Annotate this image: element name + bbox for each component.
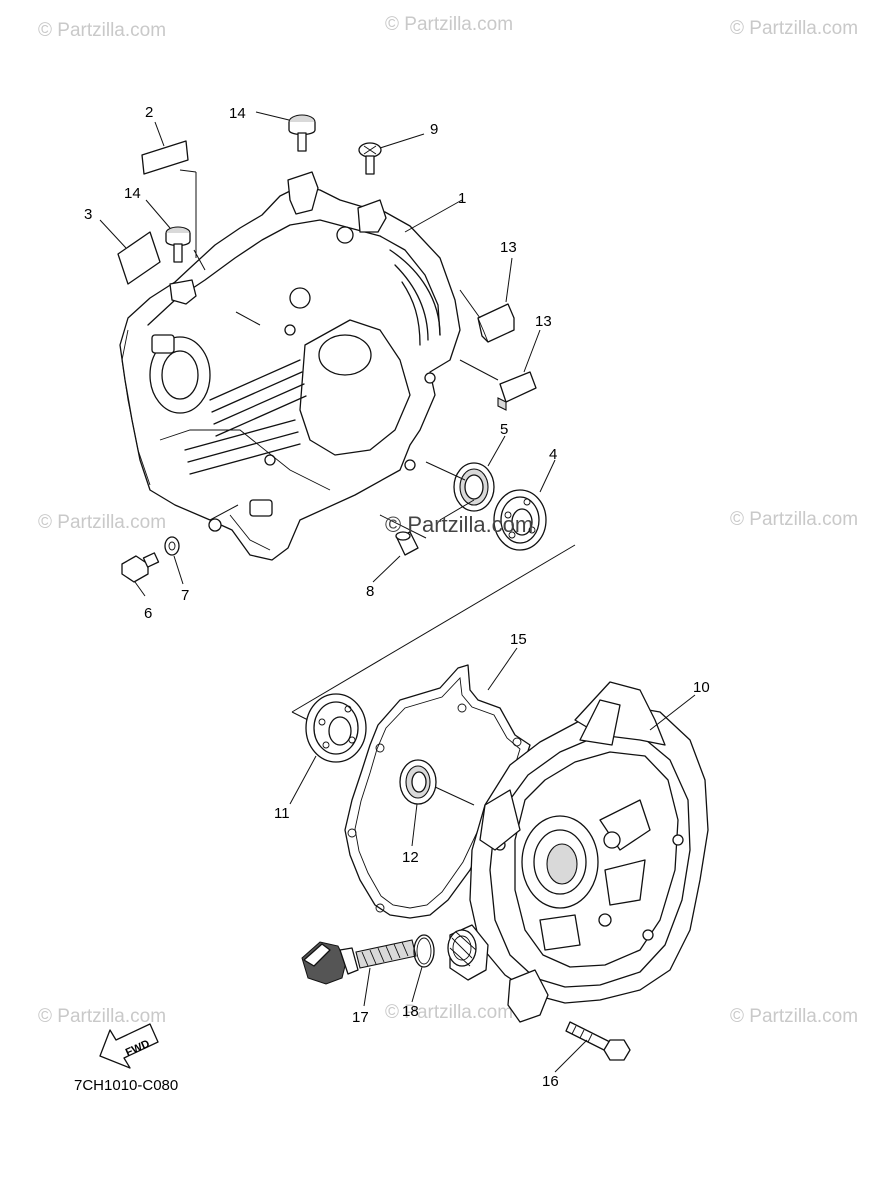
callout-7: 7 (181, 587, 189, 604)
callout-9: 9 (430, 121, 438, 138)
callout-leaders (99, 111, 696, 1073)
bolt-14-top[interactable] (288, 114, 316, 152)
watermark-mid-right: © Partzilla.com (730, 509, 858, 530)
dowel-13-lower[interactable] (497, 371, 537, 411)
callout-2: 2 (145, 104, 153, 121)
label-plate-2[interactable] (141, 140, 189, 175)
callout-4: 4 (549, 446, 557, 463)
watermark-top-center: © Partzilla.com (385, 14, 513, 35)
callout-18: 18 (402, 1003, 419, 1020)
callout-numbers: 1 2 3 4 5 6 7 8 9 10 11 12 13 13 14 14 1… (84, 104, 710, 1090)
oil-seal-12[interactable] (399, 759, 437, 805)
callout-13-lower: 13 (535, 313, 552, 330)
callout-1: 1 (458, 190, 466, 207)
bolt-14-left[interactable] (165, 226, 191, 263)
o-ring-18[interactable] (413, 934, 435, 968)
callout-14-top: 14 (229, 105, 246, 122)
oil-seal-5[interactable] (453, 462, 495, 512)
crankcase-top-bosses (169, 171, 387, 305)
bearing-11[interactable] (305, 693, 367, 763)
callout-6: 6 (144, 605, 152, 622)
callout-12: 12 (402, 849, 419, 866)
washer-7[interactable] (164, 536, 180, 556)
fwd-arrow-icon: FWD (99, 1023, 159, 1069)
bolt-16[interactable] (565, 1021, 631, 1061)
watermark-layer: © Partzilla.com © Partzilla.com © Partzi… (38, 14, 858, 1027)
callout-3: 3 (84, 206, 92, 223)
watermark-center: © Partzilla.com (385, 512, 533, 537)
watermark-top-left: © Partzilla.com (38, 20, 166, 41)
crankcase-cover-10[interactable] (447, 681, 709, 1023)
watermark-top-right: © Partzilla.com (730, 18, 858, 39)
screw-9[interactable] (358, 142, 382, 175)
label-plate-3[interactable] (117, 231, 161, 285)
diagram-code: 7CH1010-C080 (74, 1077, 178, 1094)
drain-bolt-6[interactable] (121, 552, 160, 583)
callout-10: 10 (693, 679, 710, 696)
callout-16: 16 (542, 1073, 559, 1090)
oil-dipstick-17[interactable] (301, 939, 417, 985)
bearing-4[interactable] (493, 489, 547, 551)
crankcase-body[interactable] (119, 185, 461, 561)
watermark-bottom-right: © Partzilla.com (730, 1006, 858, 1027)
dowel-pin-8[interactable] (395, 531, 419, 556)
callout-13-upper: 13 (500, 239, 517, 256)
callout-17: 17 (352, 1009, 369, 1026)
callout-14-left: 14 (124, 185, 141, 202)
dowel-13-upper[interactable] (477, 303, 515, 343)
watermark-bottom-left: © Partzilla.com (38, 1006, 166, 1027)
callout-5: 5 (500, 421, 508, 438)
callout-8: 8 (366, 583, 374, 600)
watermark-bottom-center: © Partzilla.com (385, 1002, 513, 1023)
callout-15: 15 (510, 631, 527, 648)
watermark-mid-left: © Partzilla.com (38, 512, 166, 533)
callout-11: 11 (274, 805, 290, 822)
